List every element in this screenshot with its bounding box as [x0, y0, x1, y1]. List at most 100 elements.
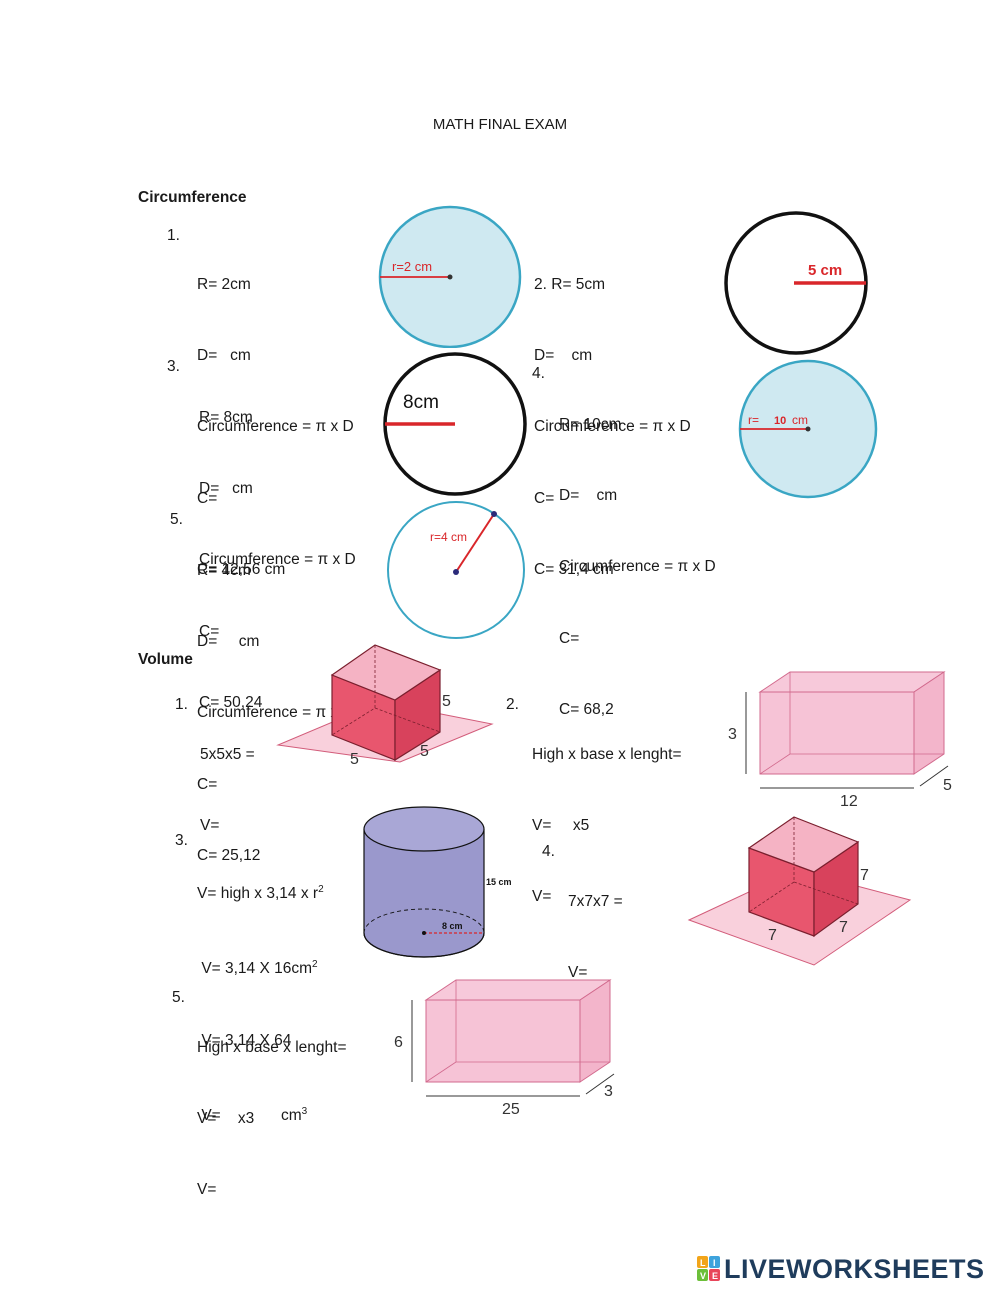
c-blank-line: C=	[199, 622, 220, 640]
volume-2-text: High x base x lenght= V= x5 V=	[532, 695, 682, 933]
prism-figure-2: 3 12 5	[728, 671, 952, 810]
badge-letter: E	[712, 1271, 718, 1281]
diameter-line: D= cm	[534, 346, 593, 364]
problem-number: 4.	[532, 365, 545, 382]
cylinder-figure-3: 8 cm 15 cm	[363, 806, 512, 958]
formula-line: Circumference = π x D	[559, 558, 716, 576]
volume-1-text: 5x5x5 = V=	[200, 695, 255, 862]
cube-side-label: 5	[420, 743, 429, 760]
badge-letter: L	[700, 1258, 706, 1268]
radius-label: r=2 cm	[392, 259, 432, 274]
section-heading-circumference: Circumference	[138, 189, 247, 206]
formula-text: V= high x 3,14 x r	[197, 884, 319, 902]
expression-line: 7x7x7 =	[568, 892, 623, 910]
volume-5-text: High x base x lenght= V= x3 V=	[197, 988, 347, 1226]
badge-letter: I	[713, 1258, 716, 1268]
circle-figure-5: r=4 cm	[387, 501, 525, 639]
depth-arrow	[919, 765, 949, 787]
answer-line: C= 31,4 cm	[534, 561, 614, 579]
diameter-line: D= cm	[197, 632, 260, 650]
volume-4-text: 7x7x7 = V=	[568, 842, 623, 1009]
cube-height-label: 7	[860, 867, 869, 884]
formula-line: Circumference = π x D	[534, 418, 691, 436]
problem-2-text: 2. R= 5cm D= cm Circumference = π x D C=…	[534, 225, 691, 606]
v-blank-line: V=	[197, 1181, 217, 1199]
radius-line: R= 4cm	[197, 561, 251, 579]
cube-figure-4: 7 7 7	[687, 816, 912, 966]
radius-line: 2. R= 5cm	[534, 273, 691, 297]
logo-wordmark: LIVEWORKSHEETS	[724, 1253, 985, 1284]
page-title: MATH FINAL EXAM	[432, 116, 568, 133]
circle-figure-3: 8cm	[383, 352, 527, 496]
cube-top-face	[330, 644, 442, 701]
depth-label: 5	[943, 777, 952, 794]
depth-arrow	[585, 1073, 615, 1095]
length-label: 25	[502, 1101, 520, 1118]
radius-label: r=4 cm	[430, 530, 467, 544]
prism-hidden-edge	[759, 753, 791, 775]
diameter-line: D= cm	[197, 346, 251, 364]
badge-letter: V	[700, 1271, 706, 1281]
depth-label: 3	[604, 1083, 613, 1100]
radius-line: R= 2cm	[197, 275, 251, 293]
volume-3-text: V= high x 3,14 x r2 V= 3,14 X 16cm2 V= 3…	[197, 830, 324, 1152]
product-line: V= 3,14 X 64	[197, 1029, 324, 1053]
cube-hidden-edge	[793, 881, 859, 905]
cube-front-label: 7	[768, 927, 777, 944]
answer-line: C= 12,56 cm	[197, 561, 286, 579]
exponent: 2	[318, 883, 324, 895]
problem-number: 5.	[172, 989, 185, 1006]
prism-top-face	[424, 979, 612, 1001]
problem-number: 1.	[175, 696, 188, 713]
expression-line: 5x5x5 =	[200, 745, 255, 763]
problem-3-text: R= 8cm D= cm Circumference = π x D C= C=…	[199, 358, 356, 739]
exponent: 3	[301, 1106, 308, 1118]
radius-label: 5 cm	[808, 262, 842, 279]
v-blank-text: V= cm	[201, 1107, 302, 1125]
badge-tile	[697, 1256, 708, 1268]
c-blank-line: C=	[197, 489, 218, 507]
c-blank-line: C=	[559, 629, 580, 647]
circle-figure-4: r= 10 cm	[738, 359, 878, 499]
badge-tile	[709, 1269, 720, 1281]
height-label: 15 cm	[486, 877, 512, 887]
formula-line: High x base x lenght=	[197, 1038, 347, 1056]
radius-line-marker	[455, 513, 495, 573]
cube-side-label: 7	[839, 919, 848, 936]
answer-line: C= 25,12	[197, 847, 261, 865]
circle-figure-2: 5 cm	[724, 211, 868, 355]
v-partial-line: V= x3	[197, 1109, 255, 1127]
formula-line: V= high x 3,14 x r2	[197, 878, 324, 906]
problem-number: 3.	[167, 358, 180, 375]
substitution-text: V= 3,14 X 16cm	[201, 960, 313, 978]
edge-dot	[491, 511, 497, 517]
c-blank-line: C=	[534, 489, 555, 507]
v-blank-line: V= cm3	[197, 1100, 324, 1128]
center-dot	[805, 426, 811, 432]
answer-line: C= 68,2	[559, 701, 614, 719]
center-dot	[447, 274, 453, 280]
logo-badge-icon: L I V E	[697, 1256, 720, 1281]
height-label: 3	[728, 726, 737, 743]
diameter-line: D= cm	[559, 486, 618, 504]
badge-tile	[709, 1256, 720, 1268]
cube-figure-1: 5 5 5	[276, 644, 494, 764]
formula-line: Circumference = π x D	[197, 418, 354, 436]
center-dot	[453, 569, 459, 575]
radius-label-prefix: r=	[748, 413, 759, 427]
v-blank-line: V=	[532, 888, 552, 906]
c-blank-line: C=	[197, 775, 218, 793]
radius-line: R= 10cm	[559, 415, 622, 433]
height-label: 6	[394, 1034, 403, 1051]
badge-tile	[697, 1269, 708, 1281]
cube-hidden-edge	[374, 707, 441, 733]
section-heading-volume: Volume	[138, 651, 193, 668]
formula-line: High x base x lenght=	[532, 745, 682, 763]
problem-number: 1.	[167, 227, 180, 244]
liveworksheets-logo[interactable]: L I V E LIVEWORKSHEETS	[697, 1252, 985, 1286]
prism-front-face	[759, 691, 915, 775]
v-blank-line: V=	[568, 963, 588, 981]
substitution-line: V= 3,14 X 16cm2	[197, 953, 324, 981]
radius-label: 8cm	[403, 392, 439, 413]
problem-1-text: R= 2cm D= cm Circumference = π x D C= C=…	[197, 225, 354, 606]
